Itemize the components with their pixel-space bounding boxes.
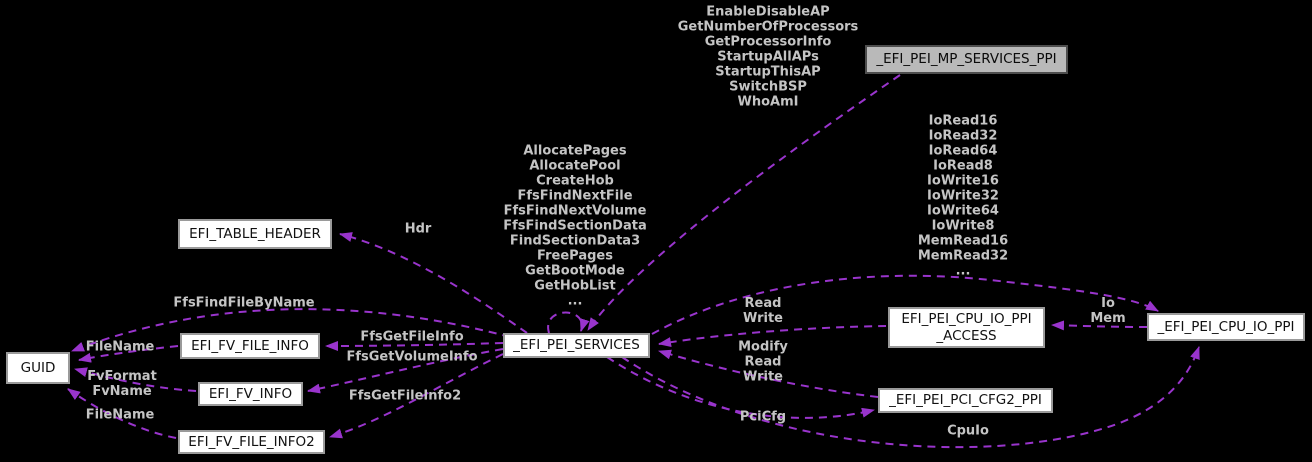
edge-fv-format-fv-name	[74, 367, 197, 392]
edge-read-write	[658, 325, 887, 347]
edge-file-name-upper	[78, 345, 179, 363]
edge-modify-read-write	[658, 349, 879, 398]
edge-services-self-loop	[547, 311, 590, 334]
edge-hdr	[339, 232, 528, 334]
edge-cpu-io-top	[651, 274, 1159, 335]
edge-file-name-lower	[67, 388, 177, 439]
node-efi-fv-file-info[interactable]: EFI_FV_FILE_INFO	[180, 333, 320, 359]
node-efi-pei-cpu-io-ppi-access[interactable]: EFI_PEI_CPU_IO_PPI _ACCESS	[888, 307, 1045, 348]
edge-ffs-get-volume-info	[307, 348, 504, 394]
node-efi-pei-cpu-io-ppi[interactable]: _EFI_PEI_CPU_IO_PPI	[1147, 313, 1305, 341]
edge-ffs-get-file-info	[325, 340, 504, 351]
node-efi-pei-pci-cfg2-ppi[interactable]: _EFI_PEI_PCI_CFG2_PPI	[878, 388, 1053, 413]
edge-io-mem	[1051, 320, 1148, 331]
node-efi-table-header[interactable]: EFI_TABLE_HEADER	[178, 219, 332, 249]
node-efi-fv-file-info2[interactable]: EFI_FV_FILE_INFO2	[178, 430, 325, 454]
node-efi-pei-mp-services-ppi: _EFI_PEI_MP_SERVICES_PPI	[865, 45, 1068, 74]
node-efi-fv-info[interactable]: EFI_FV_INFO	[198, 382, 303, 406]
edge-mp-methods	[587, 74, 901, 331]
node-efi-pei-services[interactable]: _EFI_PEI_SERVICES	[503, 333, 650, 358]
node-guid[interactable]: GUID	[6, 352, 70, 384]
edge-ffs-get-file-info2	[329, 353, 504, 439]
edge-pci-cfg	[606, 356, 875, 419]
